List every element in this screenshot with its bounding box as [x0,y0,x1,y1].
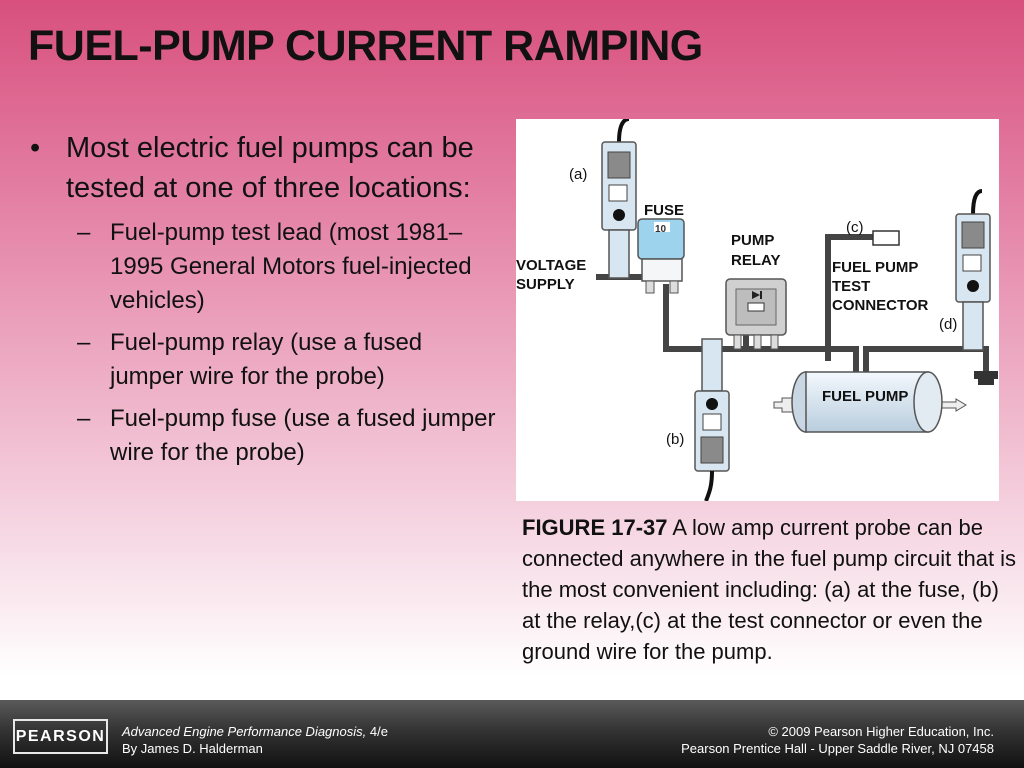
book-author: By James D. Halderman [122,741,263,756]
slide-title: FUEL-PUMP CURRENT RAMPING [28,22,703,70]
circuit-diagram: (a) 10 FUSE VOLTAGE SUPPLY PUMP RELAY [516,119,998,501]
sub-bullet-test-lead: – Fuel-pump test lead (most 1981–1995 Ge… [30,216,500,318]
label-a: (a) [569,166,587,183]
copyright-line-2: Pearson Prentice Hall - Upper Saddle Riv… [681,741,994,756]
label-c: (c) [846,219,864,236]
amp-probe-d [955,189,991,351]
bullet-list: • Most electric fuel pumps can be tested… [30,128,500,478]
dash-glyph: – [77,329,91,356]
fuel-pump [773,371,967,433]
label-b: (b) [666,431,684,448]
bullet-main-text: Most electric fuel pumps can be tested a… [66,132,474,204]
label-test: TEST [832,278,870,295]
dash-glyph: – [77,219,91,246]
ground-terminal [974,371,998,385]
sub-bullet-fuse: – Fuel-pump fuse (use a fused jumper wir… [30,402,500,470]
label-connector: CONNECTOR [832,297,929,314]
label-voltage: VOLTAGE [516,257,586,274]
sub-bullet-list: – Fuel-pump test lead (most 1981–1995 Ge… [30,216,500,470]
book-edition: 4/e [369,724,388,739]
fuse-value: 10 [655,224,667,235]
label-supply: SUPPLY [516,276,575,293]
fuse [637,218,685,294]
amp-probe-b [694,338,730,501]
bullet-main: • Most electric fuel pumps can be tested… [30,128,500,208]
book-title: Advanced Engine Performance Diagnosis, [122,724,367,739]
fuel-pump-circuit-figure: (a) 10 FUSE VOLTAGE SUPPLY PUMP RELAY [516,119,999,501]
caption-text: A low amp current probe can be connected… [522,515,1017,664]
pump-relay [725,278,787,350]
amp-probe-a [601,119,637,279]
sub-bullet-text: Fuel-pump relay (use a fused jumper wire… [110,329,423,390]
sub-bullet-relay: – Fuel-pump relay (use a fused jumper wi… [30,326,500,394]
dash-glyph: – [77,405,91,432]
figure-caption: FIGURE 17-37 A low amp current probe can… [522,512,1017,667]
label-fuel-pump: FUEL PUMP [822,388,908,405]
test-connector [872,230,900,246]
label-fuse: FUSE [644,202,684,219]
bullet-glyph: • [30,132,41,164]
label-relay: RELAY [731,252,780,269]
footer-bar: PEARSON Advanced Engine Performance Diag… [0,700,1024,768]
figure-number: FIGURE 17-37 [522,515,668,540]
label-d: (d) [939,316,957,333]
book-info: Advanced Engine Performance Diagnosis, 4… [122,723,388,757]
sub-bullet-text: Fuel-pump test lead (most 1981–1995 Gene… [110,219,472,314]
pearson-logo: PEARSON [13,719,108,754]
label-pump: PUMP [731,232,774,249]
sub-bullet-text: Fuel-pump fuse (use a fused jumper wire … [110,405,496,466]
copyright-info: © 2009 Pearson Higher Education, Inc. Pe… [681,723,994,757]
label-fuel-pump-connector: FUEL PUMP [832,259,918,276]
copyright-line-1: © 2009 Pearson Higher Education, Inc. [768,724,994,739]
